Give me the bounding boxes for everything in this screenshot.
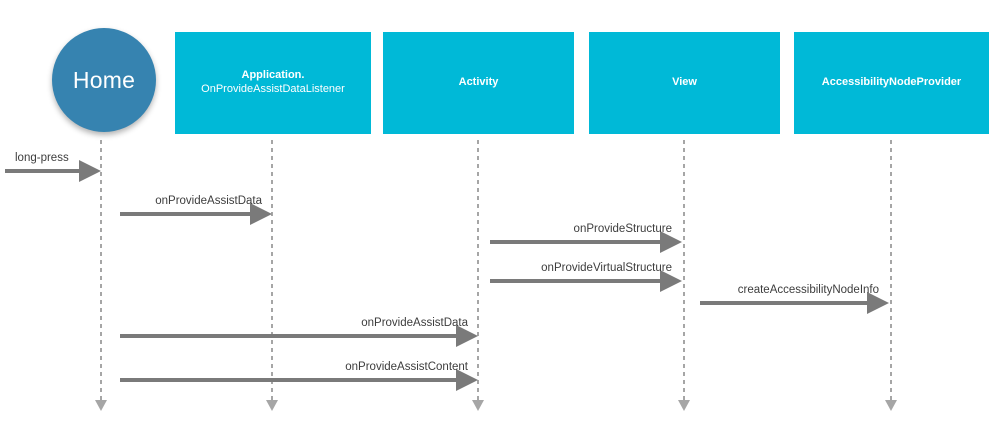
activity-lifeline-end-arrow-icon (472, 400, 484, 411)
participant-label-accessibilitynodeprovider: AccessibilityNodeProvider (821, 76, 962, 89)
application-onprovideassistdatalistener-lifeline-end-arrow-icon (266, 400, 278, 411)
message-onprovideassistdata-1-label: onProvideAssistData (155, 194, 262, 207)
actor-label: Home (72, 66, 136, 93)
accessibilitynodeprovider-lifeline-end-arrow-icon (885, 400, 897, 411)
participant-label-strong-application-onprovideassistdatalistener: Application. (241, 69, 305, 82)
participant-box-application-onprovideassistdatalistener[interactable]: Application.OnProvideAssistDataListener (175, 32, 371, 134)
message-long-press-arrowhead-icon (79, 160, 101, 182)
message-onprovidevirtualstructure-label: onProvideVirtualStructure (541, 261, 672, 274)
message-createaccessibilitynodeinfo-label: createAccessibilityNodeInfo (737, 283, 879, 296)
message-onprovideassistcontent-line (120, 378, 458, 382)
participant-label-rest-application-onprovideassistdatalistener: OnProvideAssistDataListener (201, 83, 345, 95)
application-onprovideassistdatalistener-lifeline (271, 140, 273, 400)
activity-lifeline (477, 140, 479, 400)
home-lifeline (100, 140, 102, 400)
message-onprovideassistdata-1-line (120, 212, 252, 216)
message-onprovidevirtualstructure-arrowhead-icon (660, 270, 682, 292)
message-onprovidestructure-label: onProvideStructure (573, 222, 672, 235)
message-onprovideassistdata-2-label: onProvideAssistData (361, 316, 468, 329)
view-lifeline (683, 140, 685, 400)
message-onprovideassistcontent-label: onProvideAssistContent (345, 360, 468, 373)
actor-home-actor[interactable]: Home (52, 28, 156, 132)
message-onprovideassistdata-2-line (120, 334, 458, 338)
message-onprovidevirtualstructure-line (490, 279, 662, 283)
message-onprovideassistdata-2-arrowhead-icon (456, 325, 478, 347)
message-onprovideassistdata-1-arrowhead-icon (250, 203, 272, 225)
accessibilitynodeprovider-lifeline (890, 140, 892, 400)
participant-box-accessibilitynodeprovider[interactable]: AccessibilityNodeProvider (794, 32, 989, 134)
message-long-press-label: long-press (15, 151, 69, 164)
message-onprovidestructure-arrowhead-icon (660, 231, 682, 253)
participant-box-activity[interactable]: Activity (383, 32, 574, 134)
message-createaccessibilitynodeinfo-arrowhead-icon (867, 292, 889, 314)
participant-label-application-onprovideassistdatalistener: Application.OnProvideAssistDataListener (201, 69, 345, 97)
participant-box-view[interactable]: View (589, 32, 780, 134)
message-long-press-line (5, 169, 81, 173)
participant-label-view: View (672, 76, 697, 89)
participant-label-activity: Activity (458, 76, 499, 89)
message-createaccessibilitynodeinfo-line (700, 301, 869, 305)
message-onprovideassistcontent-arrowhead-icon (456, 369, 478, 391)
home-lifeline-end-arrow-icon (95, 400, 107, 411)
message-onprovidestructure-line (490, 240, 662, 244)
view-lifeline-end-arrow-icon (678, 400, 690, 411)
